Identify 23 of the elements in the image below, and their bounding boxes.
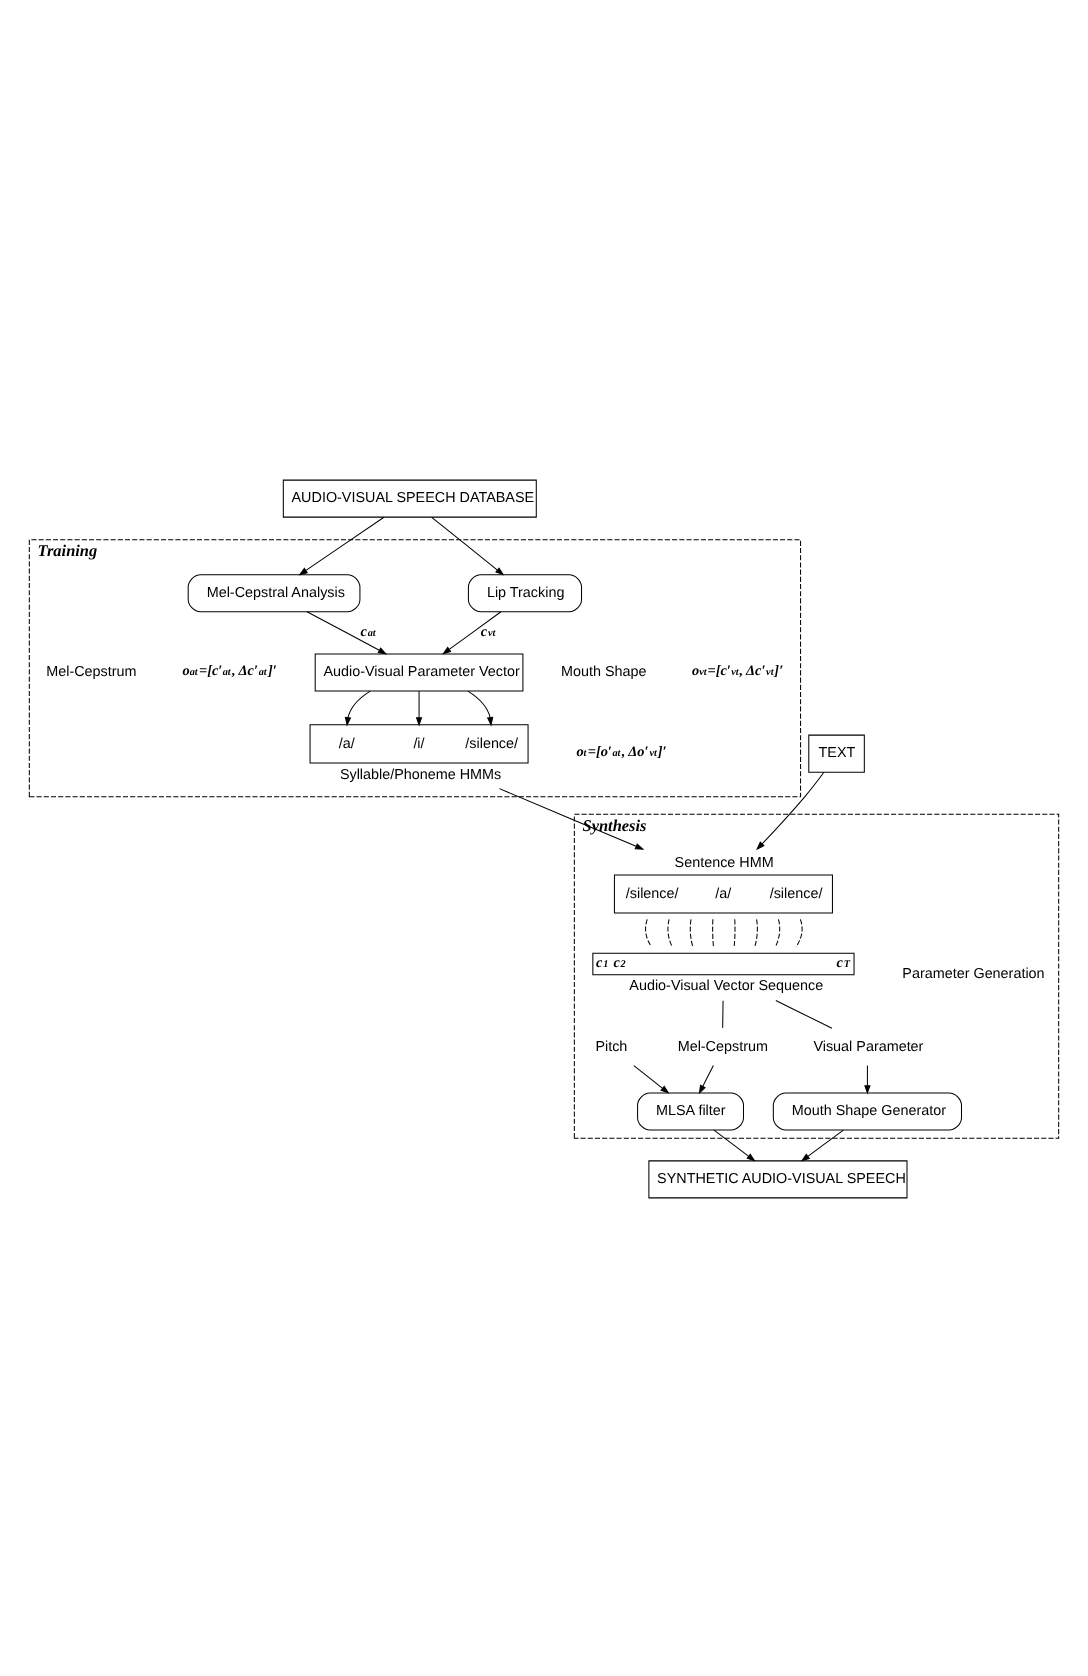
arrow xyxy=(698,1064,714,1094)
connector xyxy=(775,999,833,1028)
connector xyxy=(689,917,694,947)
arrow xyxy=(306,610,388,654)
arrow xyxy=(344,689,371,726)
connector xyxy=(795,917,803,947)
arrow xyxy=(298,515,385,575)
arrow xyxy=(467,689,494,726)
arrow xyxy=(713,1128,756,1161)
arrow xyxy=(864,1064,871,1094)
connector xyxy=(774,917,781,947)
connector xyxy=(733,917,736,947)
connector xyxy=(754,917,758,947)
connector xyxy=(667,917,673,947)
arrow xyxy=(431,515,505,575)
arrow xyxy=(756,770,825,850)
arrow xyxy=(633,1064,670,1093)
connector xyxy=(645,917,653,947)
arrow xyxy=(442,610,502,654)
arrow xyxy=(415,689,423,726)
connector xyxy=(712,917,714,947)
connector xyxy=(722,999,724,1028)
arrow xyxy=(800,1128,844,1161)
